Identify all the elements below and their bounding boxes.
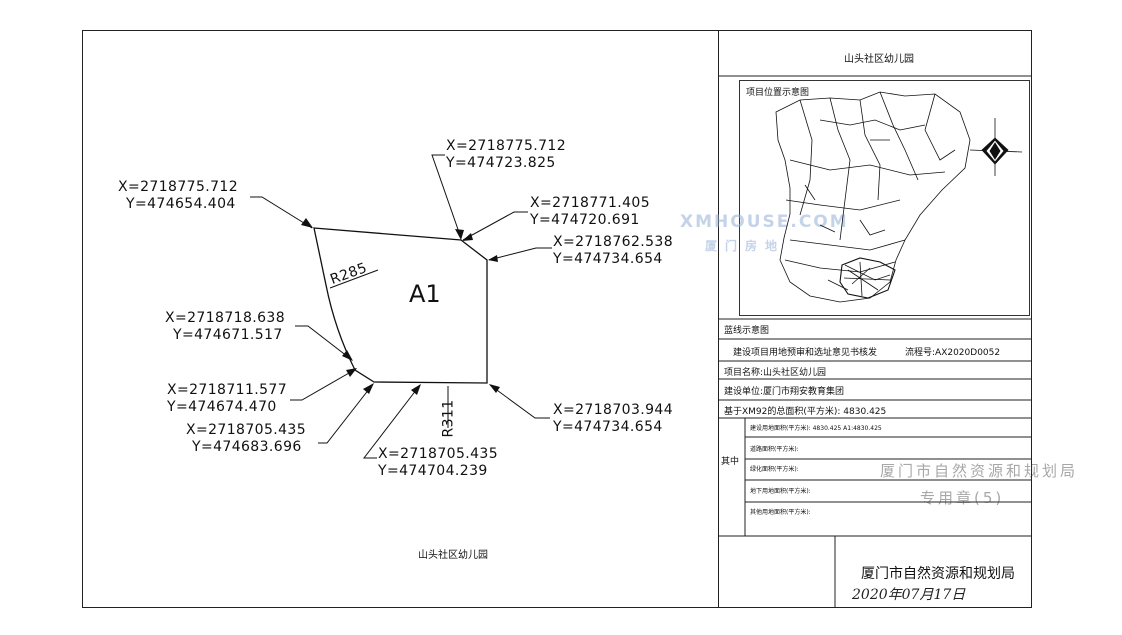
coord-x: X=2718775.712 [446, 138, 567, 154]
official-stamp-line-2: 专用章(5) [920, 489, 1005, 507]
total-area: 基于XM92的总面积(平方米): 4830.425 [724, 407, 887, 417]
official-stamp-line-1: 厦门市自然资源和规划局 [880, 462, 1079, 480]
coord-y: Y=474683.696 [192, 439, 302, 455]
leader-9 [362, 384, 421, 459]
leader-7 [318, 383, 374, 444]
watermark-text: XMHOUSE.COM [680, 212, 849, 232]
parcel-outline [313, 227, 488, 384]
location-map-box [739, 80, 1030, 316]
coord-x: X=2718705.435 [378, 446, 499, 462]
location-map-label: 项目位置示意图 [746, 88, 810, 98]
coord-label-6: X=2718711.577 Y=474674.470 [167, 382, 287, 416]
leader-4 [488, 247, 552, 261]
r285-underline [329, 269, 379, 289]
arrow-5 [342, 350, 353, 361]
construction-unit: 建设单位:厦门市翔安教育集团 [724, 387, 845, 397]
signature-date: 2020年07月17日 [852, 587, 966, 603]
of-which-label: 其中 [721, 457, 740, 467]
leader-2 [250, 196, 313, 229]
project-name: 项目名称:山头社区幼儿园 [724, 368, 827, 378]
leader-6 [290, 368, 357, 401]
coord-y: Y=474654.404 [126, 196, 236, 212]
area-row-other: 其他用地面积(平方米): [750, 509, 811, 516]
coord-x: X=2718705.435 [186, 422, 307, 438]
area-row-green: 绿化面积(平方米): [750, 466, 799, 473]
leader-3 [462, 211, 528, 241]
area-row-road: 道路面积(平方米): [750, 446, 799, 453]
leader-5 [295, 325, 353, 361]
coord-label-4: X=2718762.538 Y=474734.654 [553, 234, 673, 268]
area-row-construction: 建设用地面积(平方米): 4830.425 A1:4830.425 [750, 425, 882, 432]
arrow-3 [462, 233, 473, 241]
coord-x: X=2718718.638 [165, 310, 286, 326]
coord-label-2: X=2718775.712 Y=474654.404 [118, 179, 238, 213]
coord-label-3: X=2718771.405 Y=474720.691 [530, 195, 650, 229]
radius-label-r311: R311 [440, 399, 457, 438]
coord-x: X=2718771.405 [530, 195, 651, 211]
coord-label-1: X=2718775.712 Y=474723.825 [446, 138, 566, 172]
coord-x: X=2718711.577 [167, 382, 288, 398]
arrow-6 [346, 368, 357, 377]
coord-label-9: X=2718705.435 Y=474704.239 [378, 446, 498, 480]
coord-x: X=2718762.538 [553, 234, 674, 250]
panel-divider [718, 30, 719, 608]
arrow-7 [363, 383, 374, 394]
panel-title: 山头社区幼儿园 [844, 54, 914, 65]
arrow-8 [489, 384, 500, 393]
coord-y: Y=474723.825 [446, 155, 556, 171]
coord-y: Y=474704.239 [378, 463, 488, 479]
arrow-4 [488, 255, 498, 262]
coord-label-7: X=2718705.435 Y=474683.696 [186, 422, 306, 456]
drawing-frame [82, 30, 1032, 608]
watermark-subtext: 厦门房地 [705, 239, 786, 253]
arrow-2 [301, 218, 313, 228]
redline-label: 蓝线示意图 [724, 326, 770, 336]
area-row-underground: 地下用地面积(平方米): [750, 488, 811, 495]
coord-y: Y=474720.691 [530, 212, 640, 228]
flow-number: 流程号:AX2020D0052 [905, 348, 1001, 358]
arrow-1 [455, 229, 464, 240]
approval-label: 建设项目用地预审和选址意见书核发 [733, 348, 878, 358]
parcel-label: A1 [409, 280, 441, 308]
coord-x: X=2718703.944 [553, 402, 674, 418]
coord-y: Y=474674.470 [167, 399, 277, 415]
leader-1 [431, 154, 462, 239]
coord-x: X=2718775.712 [118, 179, 239, 195]
authority-name: 厦门市自然资源和规划局 [861, 566, 1015, 582]
coord-y: Y=474734.654 [553, 419, 663, 435]
coord-label-5: X=2718718.638 Y=474671.517 [165, 310, 285, 344]
drawing-bottom-title: 山头社区幼儿园 [418, 550, 488, 561]
coord-y: Y=474671.517 [173, 327, 283, 343]
leader-8 [489, 384, 550, 419]
arrow-9 [411, 384, 421, 395]
coord-label-8: X=2718703.944 Y=474734.654 [553, 402, 673, 436]
coord-y: Y=474734.654 [553, 251, 663, 267]
